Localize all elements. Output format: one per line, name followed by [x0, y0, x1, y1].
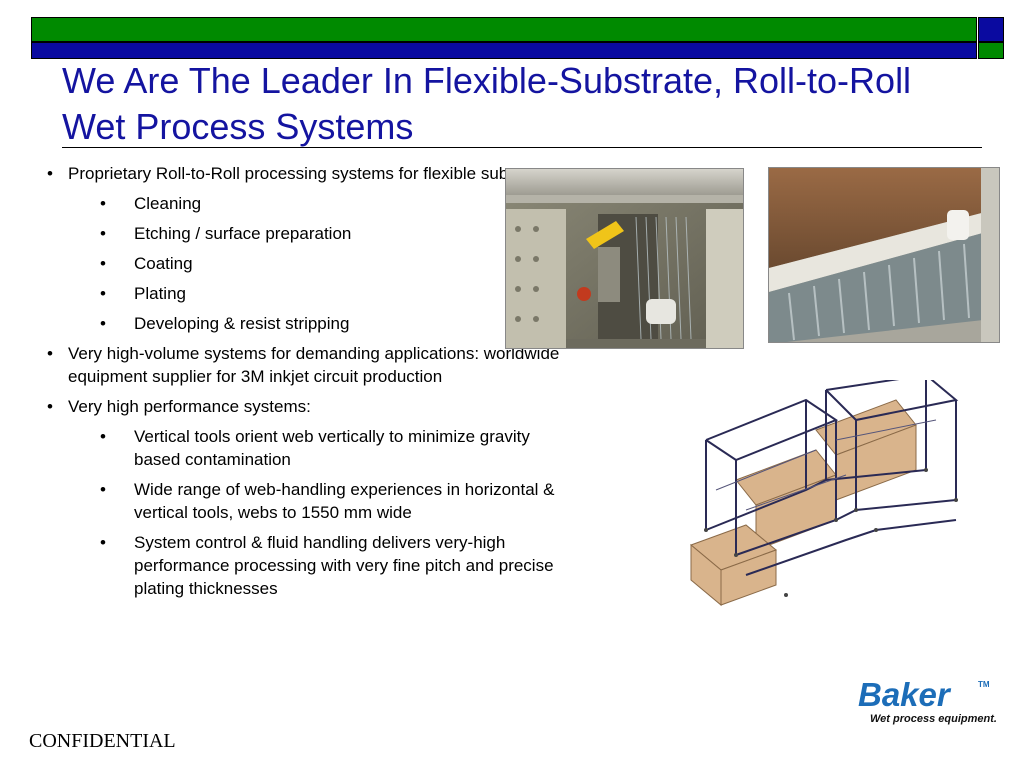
sub-bullet-text: Coating	[134, 254, 193, 273]
bullet-glyph: •	[100, 194, 106, 213]
bullet-glyph: •	[100, 533, 106, 552]
bullet-glyph: •	[100, 254, 106, 273]
sub-bullet-group: • Cleaning • Etching / surface preparation…	[47, 192, 567, 335]
sub-bullet-text: Wide range of web-handling experiences i…	[134, 480, 555, 522]
title-underline	[62, 147, 982, 148]
logo-wordmark: Baker	[858, 676, 950, 713]
sub-bullet-item: • Plating	[47, 282, 567, 305]
header-blue-square	[978, 17, 1004, 42]
header-blue-bar	[31, 42, 977, 59]
logo-tagline: Wet process equipment.	[870, 713, 997, 725]
sub-bullet-text: Vertical tools orient web vertically to …	[134, 427, 530, 469]
sub-bullet-text: Cleaning	[134, 194, 202, 213]
sub-bullet-text: Developing & resist stripping	[134, 314, 350, 333]
bullet-text: Very high performance systems:	[68, 397, 311, 416]
bullet-glyph: •	[100, 427, 106, 446]
system-3d-model-diagram	[686, 373, 966, 612]
bullet-item: • Very high performance systems:	[47, 395, 567, 418]
tank-interior-photo	[505, 168, 744, 349]
process-chamber-photo	[768, 167, 1000, 343]
sub-bullet-item: • Developing & resist stripping	[47, 312, 567, 335]
header-green-bar	[31, 17, 977, 42]
sub-bullet-text: Plating	[134, 284, 186, 303]
bullet-glyph: •	[100, 284, 106, 303]
sub-bullet-item: • System control & fluid handling deliver…	[47, 531, 567, 600]
sub-bullet-item: • Vertical tools orient web vertically to…	[47, 425, 567, 471]
sub-bullet-text: Etching / surface preparation	[134, 224, 352, 243]
bullet-glyph: •	[100, 314, 106, 333]
bullet-glyph: •	[47, 164, 53, 183]
bullet-glyph: •	[100, 480, 106, 499]
sub-bullet-item: • Etching / surface preparation	[47, 222, 567, 245]
sub-bullet-item: • Cleaning	[47, 192, 567, 215]
bullet-item: • Proprietary Roll-to-Roll processing sy…	[47, 162, 567, 185]
bullet-list: • Proprietary Roll-to-Roll processing sy…	[47, 162, 567, 607]
logo-trademark: TM	[978, 680, 990, 689]
sub-bullet-group: • Vertical tools orient web vertically to…	[47, 425, 567, 600]
sub-bullet-item: • Coating	[47, 252, 567, 275]
bullet-glyph: •	[47, 397, 53, 416]
bullet-glyph: •	[47, 344, 53, 363]
bullet-text: Very high-volume systems for demanding a…	[68, 344, 560, 386]
bullet-glyph: •	[100, 224, 106, 243]
header-green-square	[978, 42, 1004, 59]
bullet-text: Proprietary Roll-to-Roll processing syst…	[68, 164, 565, 183]
sub-bullet-item: • Wide range of web-handling experiences …	[47, 478, 567, 524]
baker-logo: Baker TM Wet process equipment.	[858, 676, 1000, 732]
bullet-item: • Very high-volume systems for demanding…	[47, 342, 567, 388]
slide-title: We Are The Leader In Flexible-Substrate,…	[62, 60, 912, 147]
sub-bullet-text: System control & fluid handling delivers…	[134, 533, 554, 598]
confidential-footer: CONFIDENTIAL	[29, 730, 176, 752]
